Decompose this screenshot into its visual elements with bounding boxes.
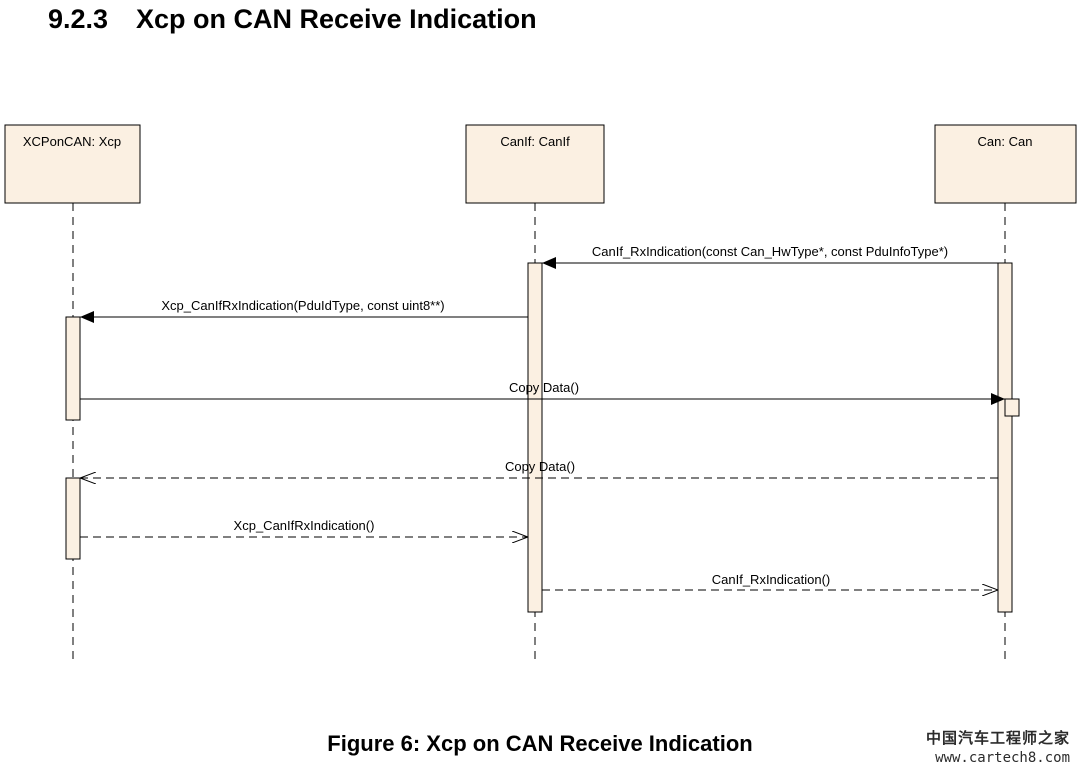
lifeline-label: Can: Can <box>978 134 1033 149</box>
section-heading: 9.2.3 Xcp on CAN Receive Indication <box>48 4 537 35</box>
lifeline-label: XCPonCAN: Xcp <box>23 134 121 149</box>
activation-bar-xcp <box>65 316 81 421</box>
figure-caption: Figure 6: Xcp on CAN Receive Indication <box>327 731 753 756</box>
watermark-text: 中国汽车工程师之家 <box>925 729 1070 747</box>
section-title: Xcp on CAN Receive Indication <box>136 4 537 34</box>
activation-bar-xcp-return <box>65 477 81 560</box>
message-label: Copy Data() <box>509 380 579 395</box>
message-label: CanIf_RxIndication(const Can_HwType*, co… <box>592 244 948 259</box>
watermark: 中国汽车工程师之家 www.cartech8.com <box>926 727 1070 766</box>
lifeline-label: CanIf: CanIf <box>500 134 570 149</box>
lifeline-box <box>465 124 605 204</box>
lifeline-xcp: XCPonCAN: Xcp <box>4 124 141 204</box>
lifeline-can: Can: Can <box>934 124 1077 204</box>
message-label: Copy Data() <box>505 459 575 474</box>
message-label: Xcp_CanIfRxIndication(PduIdType, const u… <box>161 298 444 313</box>
activation-bar-can <box>997 262 1013 613</box>
lifeline-canif: CanIf: CanIf <box>465 124 605 204</box>
activation-bar-canif <box>527 262 543 613</box>
section-number: 9.2.3 <box>48 4 109 34</box>
watermark-url: www.cartech8.com <box>935 750 1070 766</box>
lifeline-box <box>934 124 1077 204</box>
message-label: Xcp_CanIfRxIndication() <box>234 518 375 533</box>
message-label: CanIf_RxIndication() <box>712 572 831 587</box>
lifeline-box <box>4 124 141 204</box>
activation-bar-can-nested <box>1004 398 1020 417</box>
